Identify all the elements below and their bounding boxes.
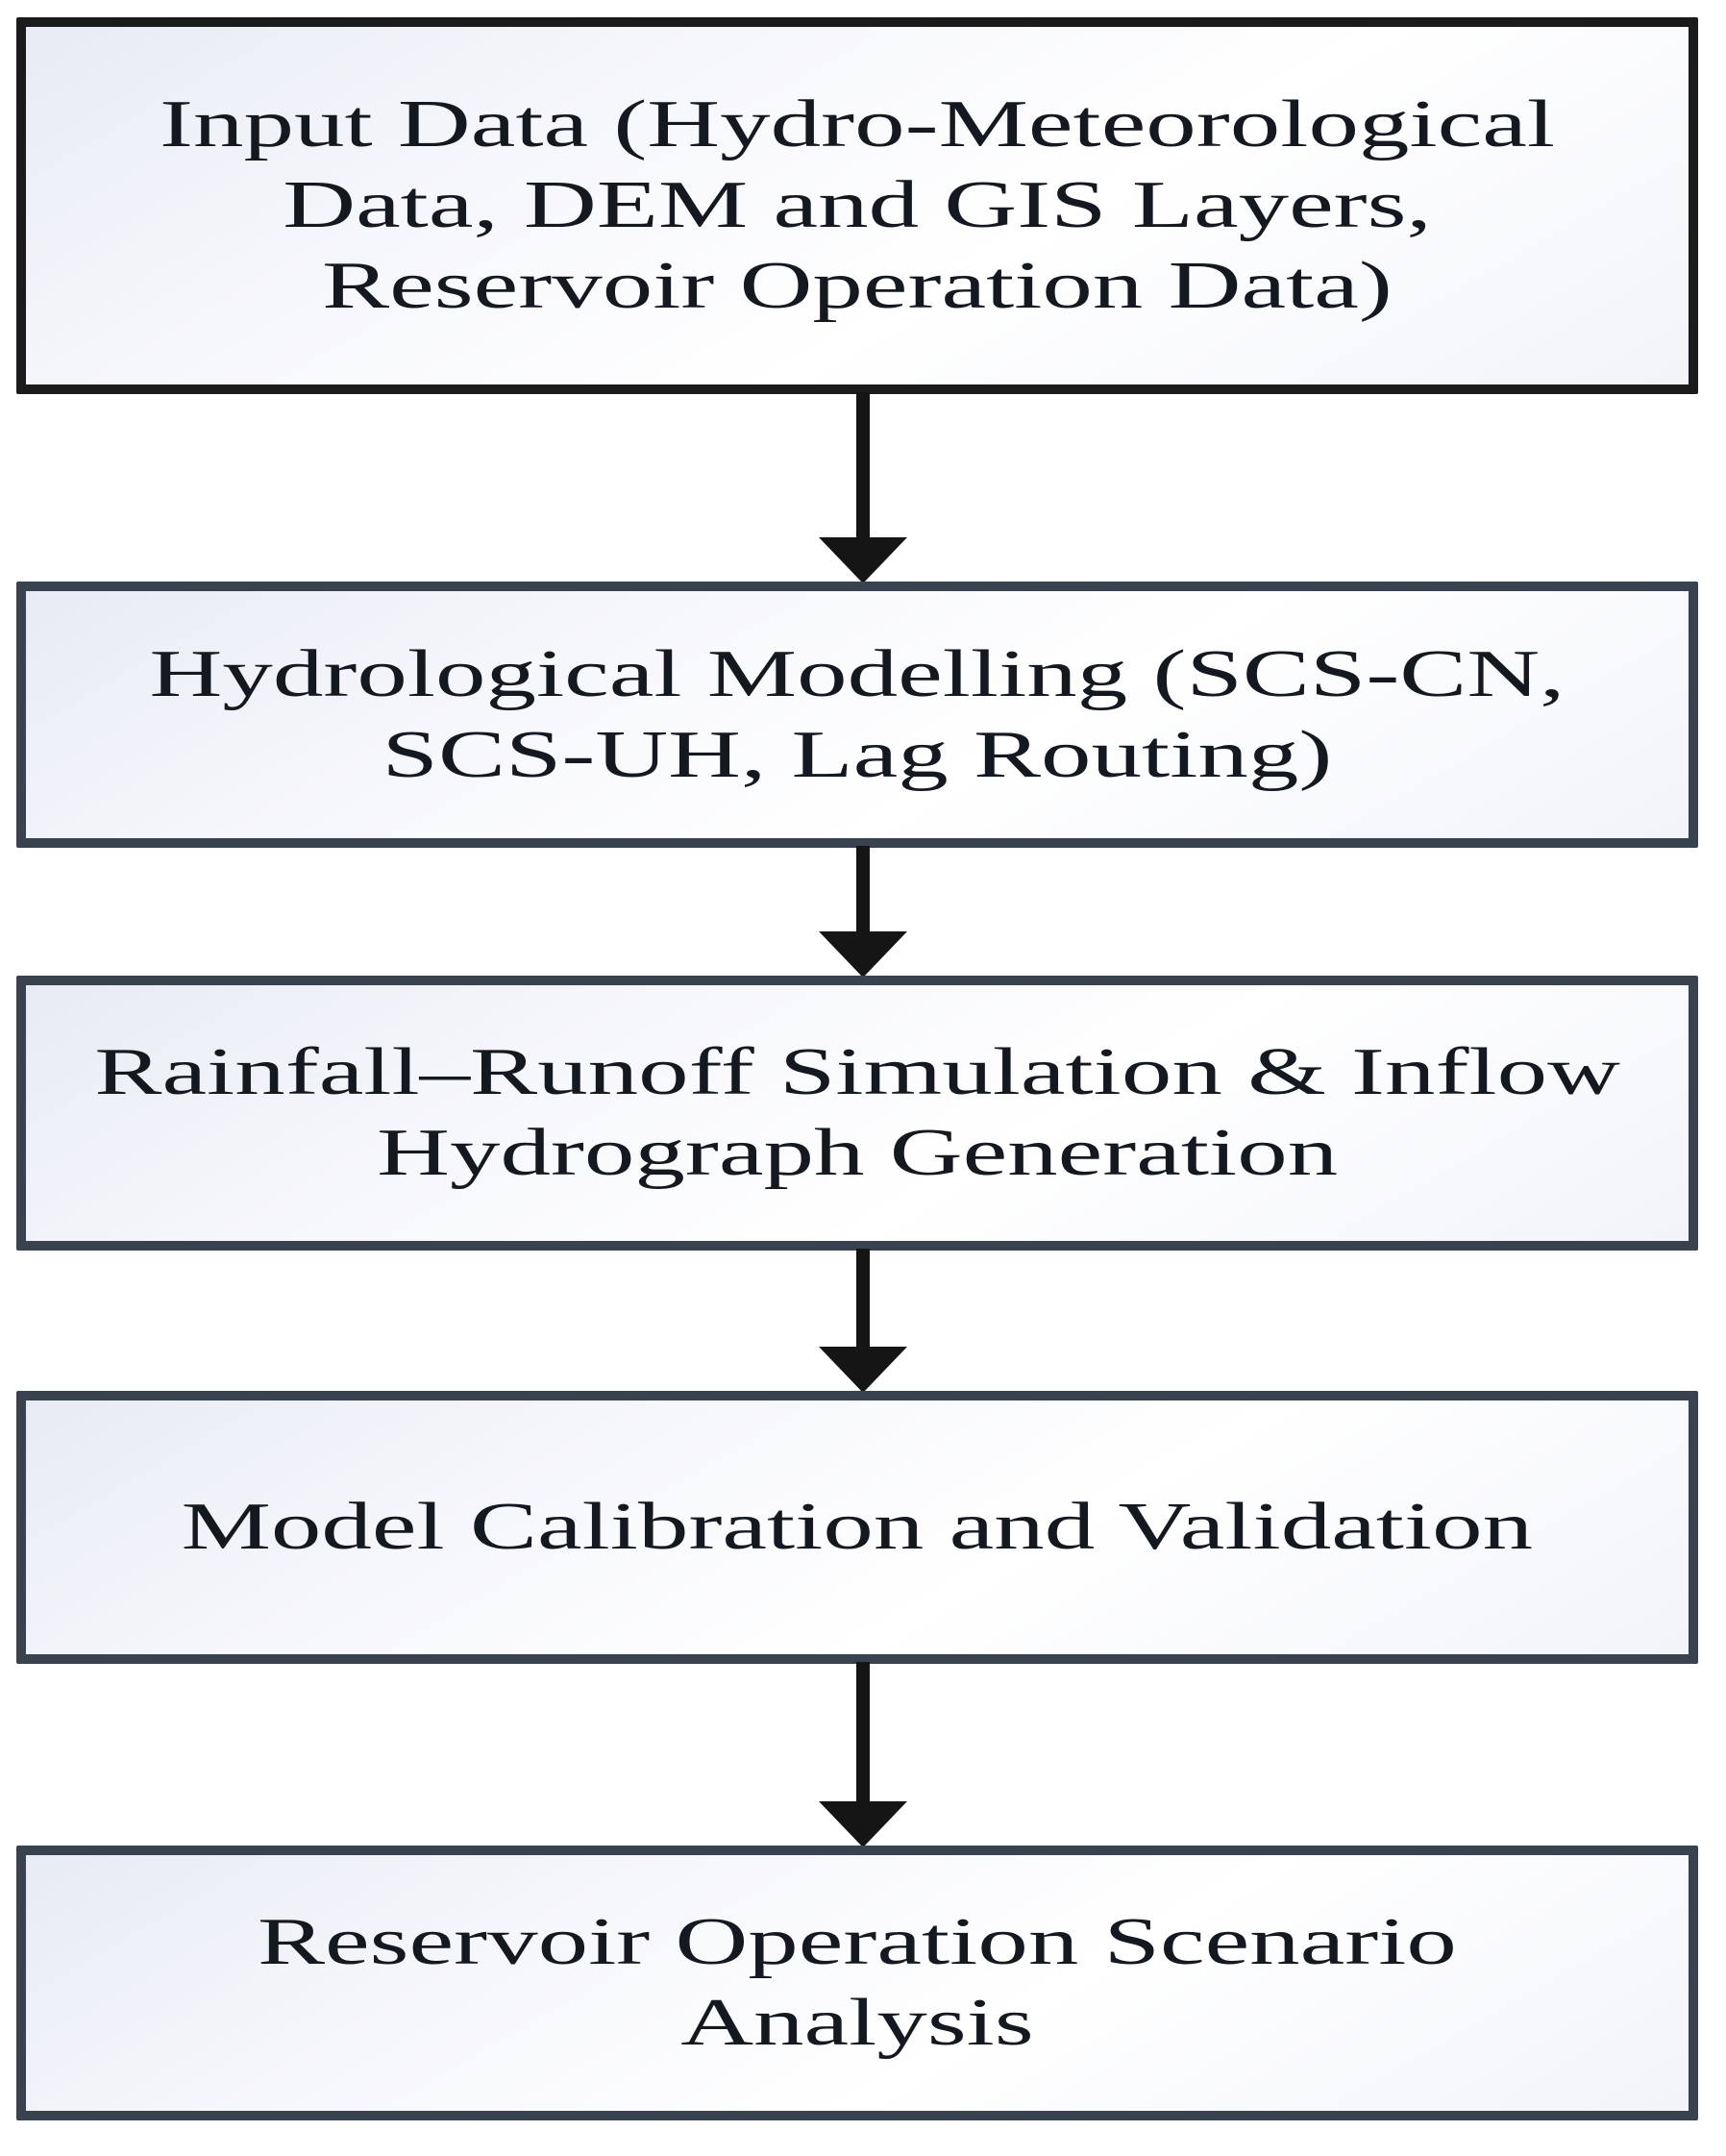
arrow-shaft	[856, 1249, 870, 1347]
flow-step-label: Reservoir Operation Scenario Analysis	[258, 1902, 1457, 2064]
step-text-line: Hydrological Modelling (SCS-CN,	[149, 636, 1566, 711]
arrow-head-icon	[819, 1347, 907, 1393]
flow-step-input-data: Input Data (Hydro-Meteorological Data, D…	[16, 17, 1698, 394]
step-text-line: Analysis	[680, 1986, 1034, 2060]
step-text-line: Model Calibration and Validation	[181, 1490, 1534, 1564]
arrow-head-icon	[819, 537, 907, 583]
flow-step-hydrological-modelling: Hydrological Modelling (SCS-CN, SCS-UH, …	[16, 582, 1698, 848]
step-text-line: Hydrograph Generation	[376, 1116, 1339, 1190]
step-text-line: SCS-UH, Lag Routing)	[382, 717, 1333, 792]
arrow-head-icon	[819, 1801, 907, 1847]
flow-step-label: Rainfall–Runoff Simulation & Inflow Hydr…	[94, 1032, 1620, 1194]
flow-arrow-down-2	[819, 846, 907, 978]
flow-arrow-down-4	[819, 1662, 907, 1847]
flow-step-reservoir-operation-scenario: Reservoir Operation Scenario Analysis	[16, 1846, 1698, 2120]
arrow-head-icon	[819, 931, 907, 978]
flow-step-model-calibration-validation: Model Calibration and Validation	[16, 1391, 1698, 1664]
arrow-shaft	[856, 392, 870, 537]
step-text-line: Data, DEM and GIS Layers,	[283, 168, 1432, 242]
flow-step-label: Hydrological Modelling (SCS-CN, SCS-UH, …	[150, 634, 1566, 796]
step-text-line: Rainfall–Runoff Simulation & Inflow	[94, 1035, 1620, 1109]
arrow-shaft	[856, 846, 870, 931]
flow-arrow-down-3	[819, 1249, 907, 1393]
arrow-shaft	[856, 1662, 870, 1801]
flow-step-rainfall-runoff-simulation: Rainfall–Runoff Simulation & Inflow Hydr…	[16, 976, 1698, 1251]
step-text-line: Reservoir Operation Scenario	[258, 1905, 1457, 1979]
flow-arrow-down-1	[819, 392, 907, 583]
step-text-line: Reservoir Operation Data)	[322, 249, 1393, 323]
flow-step-label: Input Data (Hydro-Meteorological Data, D…	[160, 85, 1555, 327]
flow-step-label: Model Calibration and Validation	[182, 1487, 1534, 1568]
step-text-line: Input Data (Hydro-Meteorological	[159, 87, 1556, 161]
